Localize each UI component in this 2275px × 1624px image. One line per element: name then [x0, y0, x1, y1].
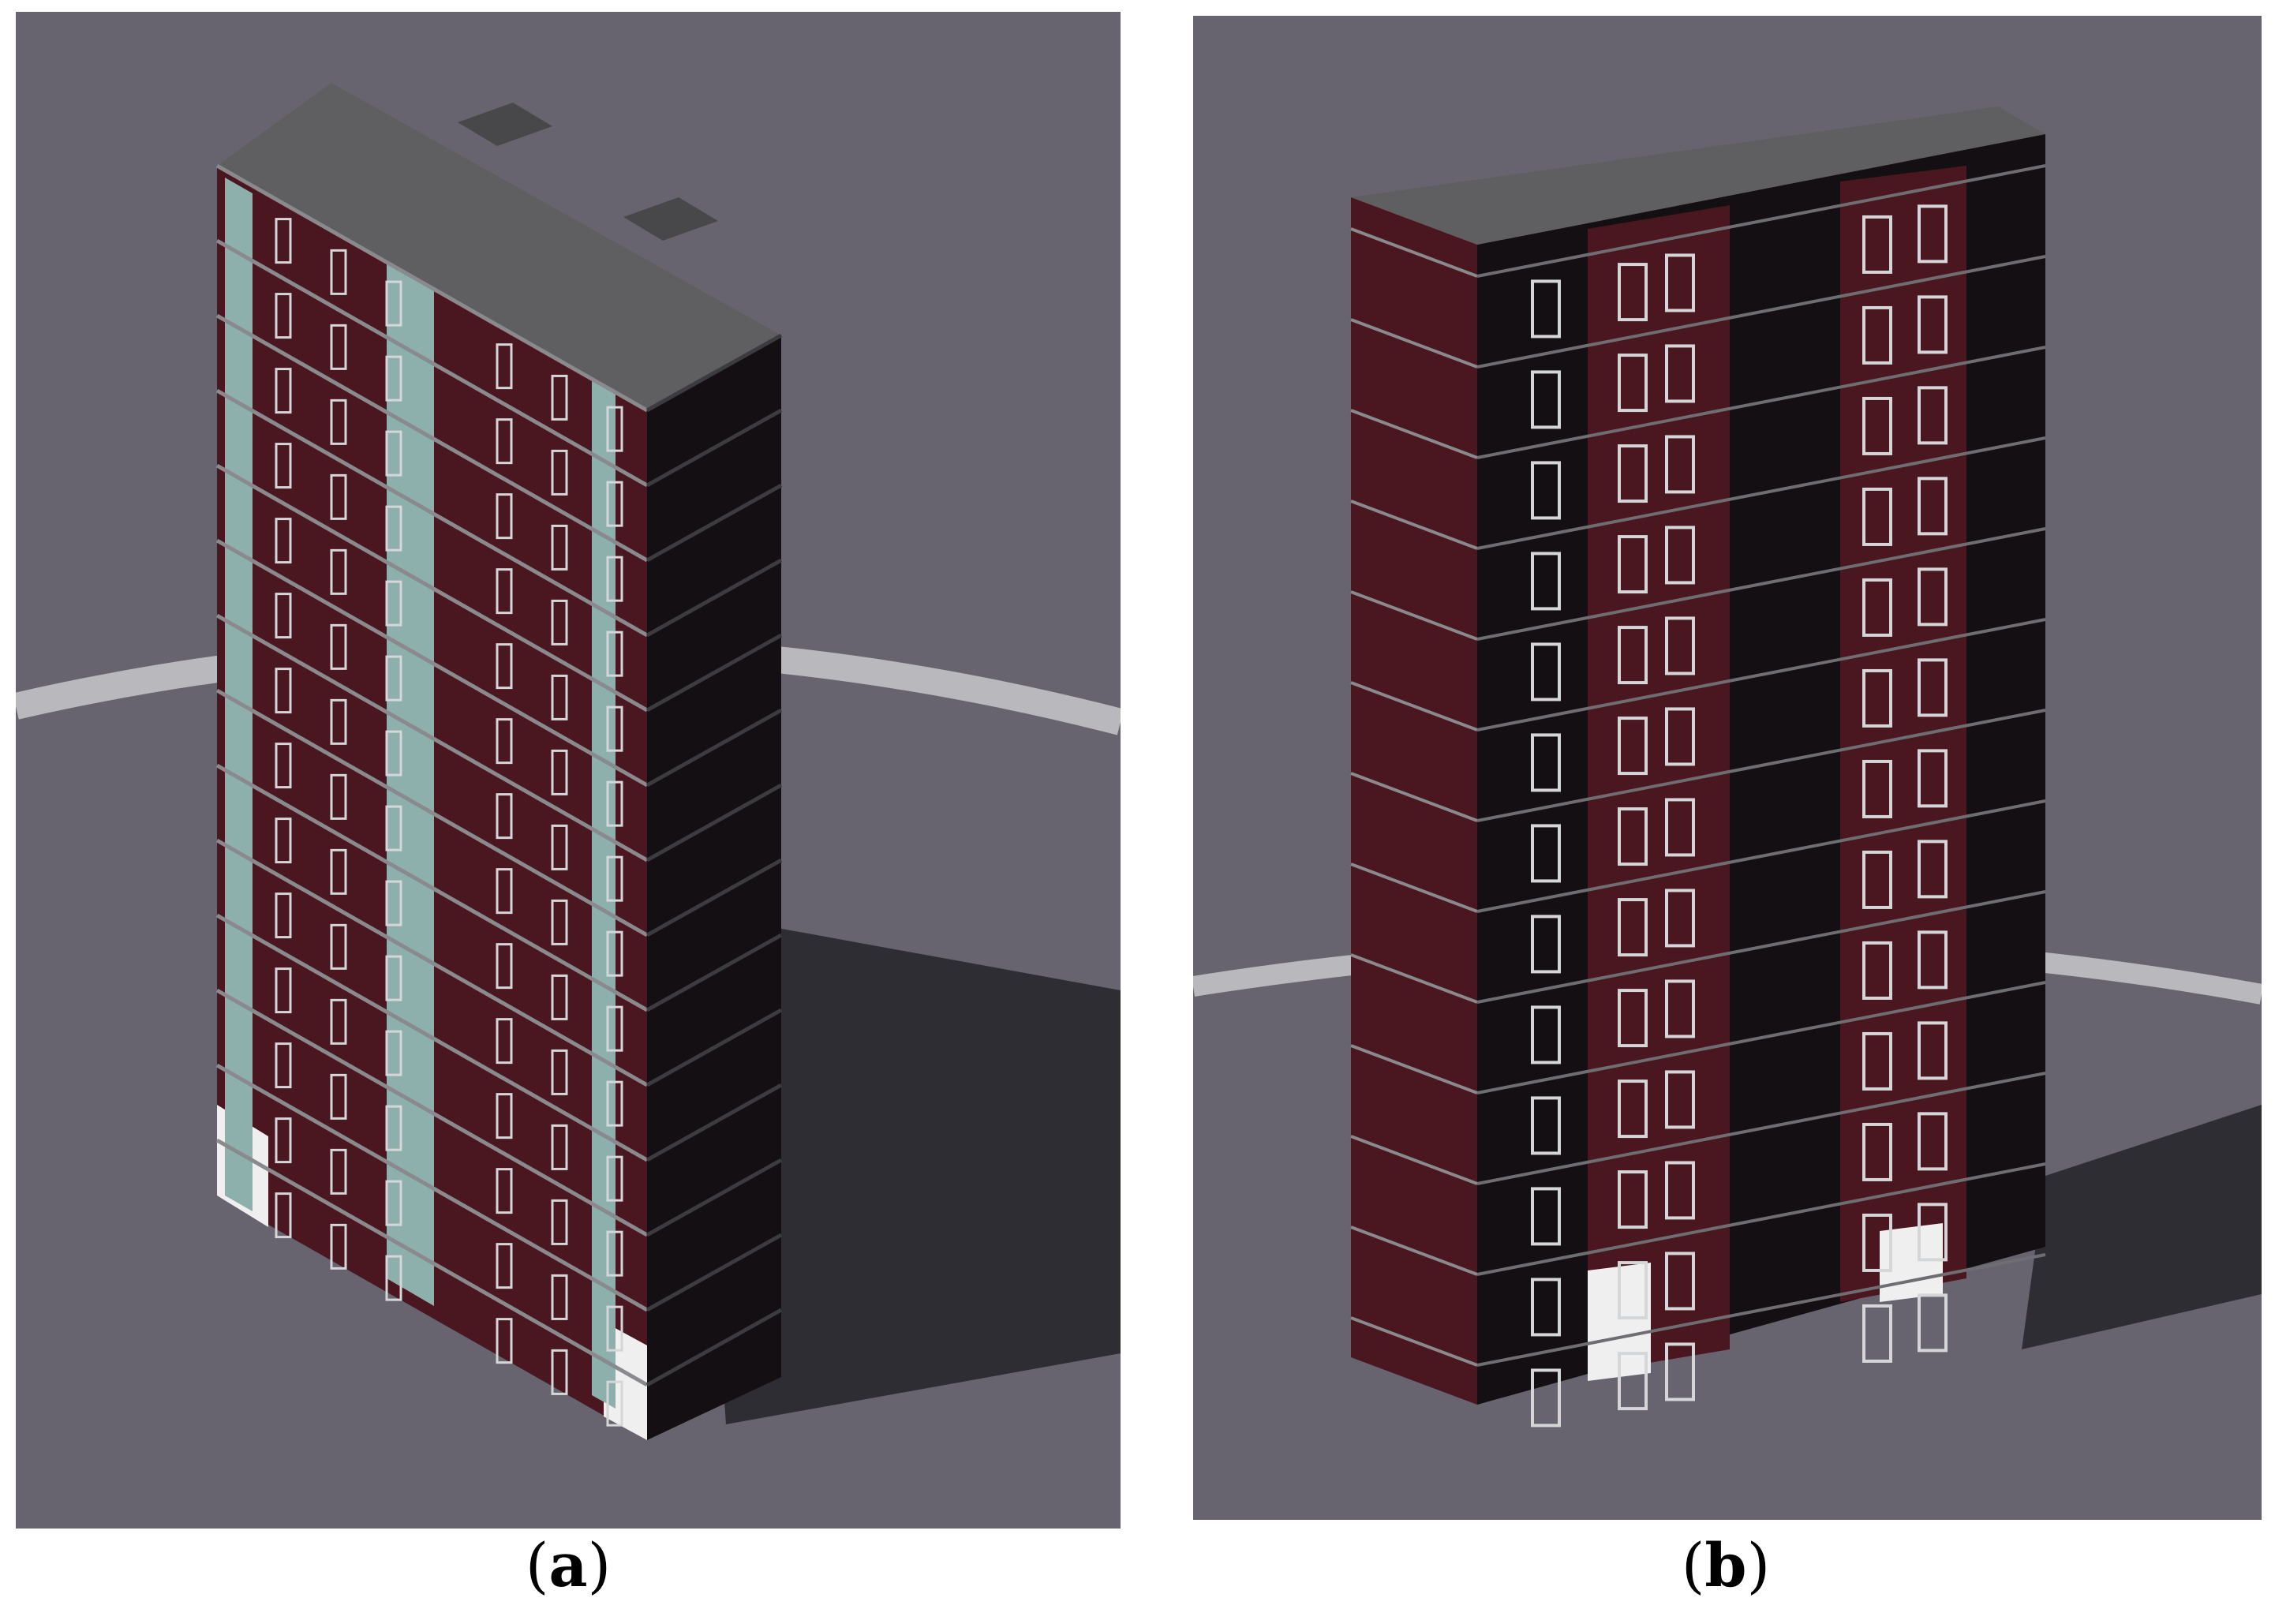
shadow-a [710, 927, 1121, 1424]
caption-a: (a) [525, 1530, 612, 1600]
caption-b: (b) [1681, 1530, 1771, 1600]
panel-b-image [1193, 16, 2262, 1520]
panel-a-image [16, 12, 1121, 1529]
roof-a [217, 83, 781, 410]
building-a-render [16, 12, 1121, 1529]
roof-b [1351, 107, 2045, 245]
dark-side-wall-a [647, 335, 781, 1440]
left-side-wall-b [1351, 197, 1477, 1405]
building-b-render [1193, 16, 2262, 1520]
shadow-b [2022, 1105, 2262, 1349]
